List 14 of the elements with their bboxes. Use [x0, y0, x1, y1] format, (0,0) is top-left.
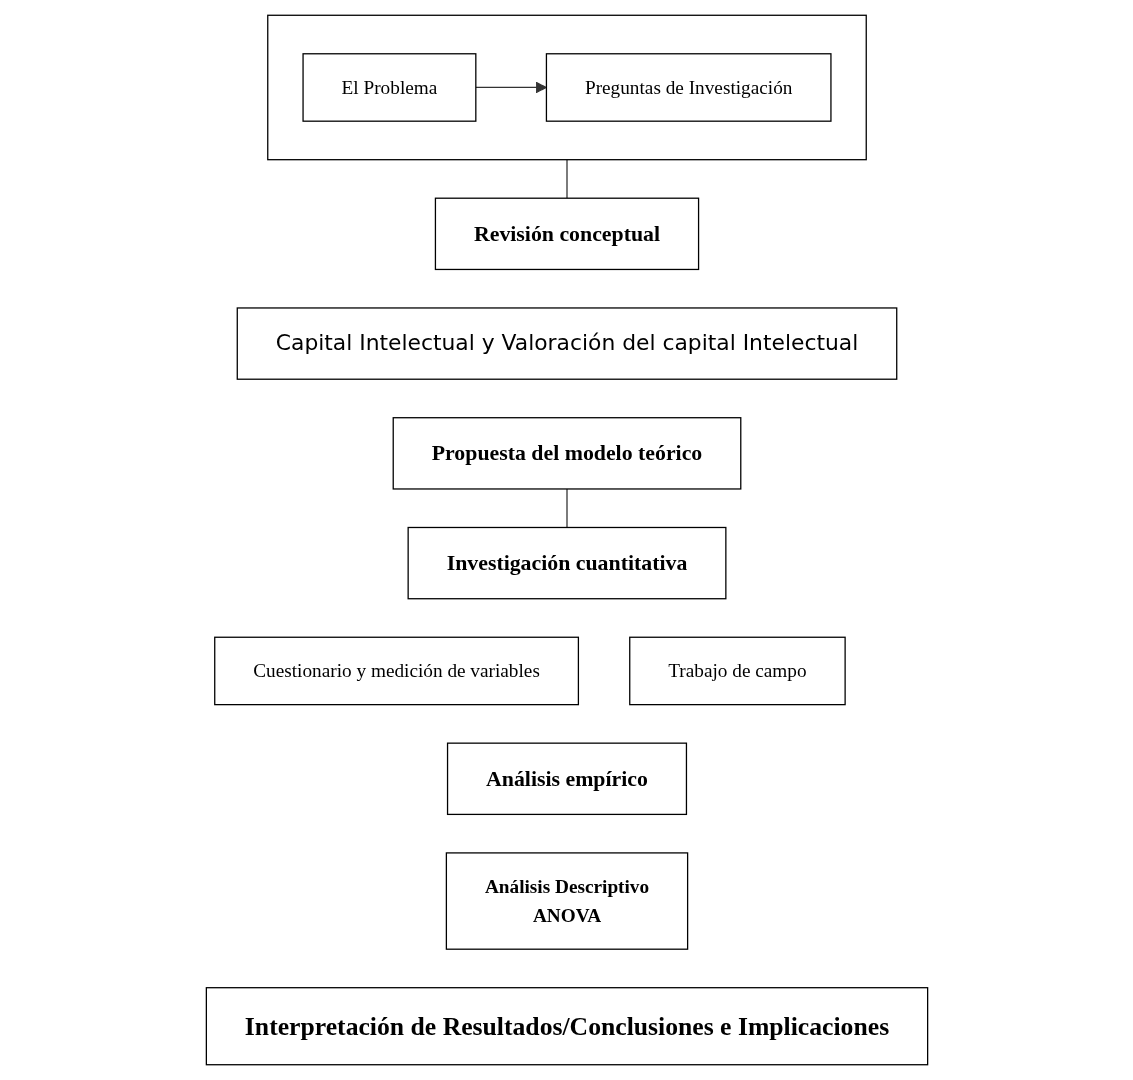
connector: [565, 159, 568, 199]
cluster: [266, 14, 867, 161]
node-box: Revisión conceptual: [434, 197, 699, 271]
node-box: El Problema: [301, 53, 476, 122]
node-box: Interpretación de Resultados/Conclusiones e Implicaciones: [205, 987, 928, 1066]
node-box: Investigación cuantitativa: [407, 526, 726, 600]
node-box: Capital Intelectual y Valoración del capital Intelectual: [236, 307, 897, 380]
connector: [565, 488, 568, 529]
node-box: Análisis Descriptivo ANOVA: [445, 852, 688, 950]
node-box: Propuesta del modelo teórico: [392, 417, 741, 490]
node-box: Trabajo de campo: [628, 636, 846, 706]
node-box: Cuestionario y medición de variables: [213, 636, 579, 706]
node-box: Análisis empírico: [446, 742, 687, 816]
node-box: Preguntas de Investigación: [545, 53, 832, 122]
